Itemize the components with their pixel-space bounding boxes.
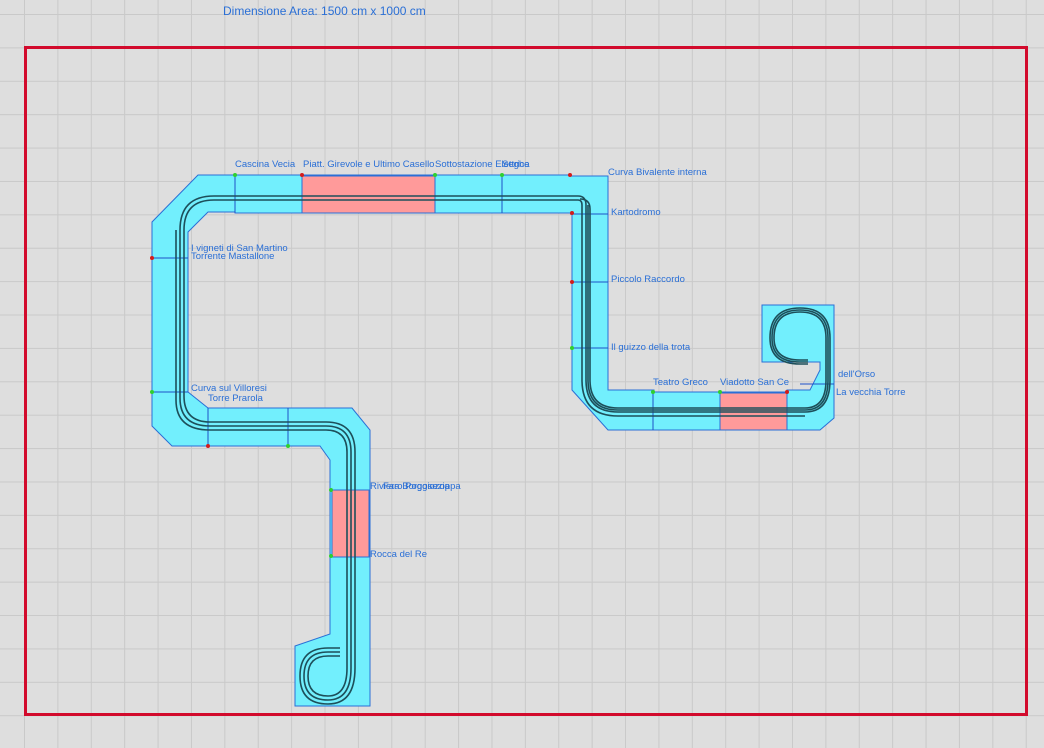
segment-piatt-girevole[interactable] — [301, 175, 436, 214]
label-curva-bivalente[interactable]: Curva Bivalente interna — [608, 167, 707, 178]
label-piatt-girevole[interactable]: Piatt. Girevole e Ultimo Casello — [303, 159, 434, 170]
rails — [175, 195, 831, 705]
label-viadotto[interactable]: Viadotto San Ce — [720, 377, 789, 388]
label-curva-villoresi[interactable]: Curva sul Villoresi — [191, 383, 267, 394]
label-vigneti[interactable]: I vigneti di San Martino — [191, 243, 288, 254]
label-torrente[interactable]: Torrente Mastallone — [191, 251, 274, 262]
joint-markers — [150, 173, 789, 558]
label-torre-prarola[interactable]: Torre Prarola — [208, 393, 264, 404]
label-seghe[interactable]: Seghe — [502, 159, 529, 170]
label-teatro-greco[interactable]: Teatro Greco — [653, 377, 708, 388]
label-riviera[interactable]: Riviera Borgosezia — [370, 481, 450, 492]
label-faro[interactable]: Faro Poggiozoppa — [383, 481, 461, 492]
highlighted-segments — [301, 175, 788, 558]
label-rocca-del-re[interactable]: Rocca del Re — [370, 549, 427, 560]
label-vecchia-torre[interactable]: La vecchia Torre — [836, 387, 906, 398]
label-piccolo-raccordo[interactable]: Piccolo Raccordo — [611, 274, 685, 285]
label-guizzo-trota[interactable]: Il guizzo della trota — [611, 342, 691, 353]
label-kartodromo[interactable]: Kartodromo — [611, 207, 661, 218]
label-cascina-vecia[interactable]: Cascina Vecia — [235, 159, 296, 170]
area-dimension-label: Dimensione Area: 1500 cm x 1000 cm — [223, 4, 426, 18]
track-labels: Cascina Vecia Piatt. Girevole e Ultimo C… — [191, 159, 906, 560]
area-border — [24, 46, 1028, 716]
label-dell-orso[interactable]: dell'Orso — [838, 369, 875, 380]
label-sottostazione[interactable]: Sottostazione Elettrica — [435, 159, 530, 170]
